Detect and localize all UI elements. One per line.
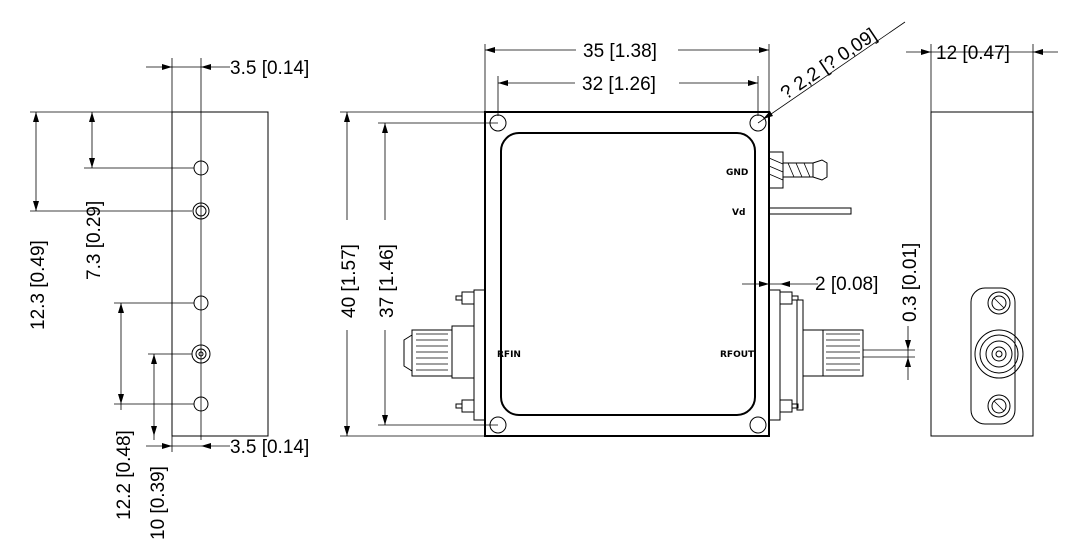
right-connector-face: [974, 329, 1024, 379]
center-body-outer: [484, 111, 770, 437]
dim-left-12-3: 12.3 [0.49]: [28, 240, 49, 330]
label-vd: Vd: [732, 208, 745, 218]
dim-left-7-3: 7.3 [0.29]: [84, 201, 105, 280]
center-top-view: GND Vd RFIN RFOUT: [335, 21, 921, 437]
dim-top-width: 35 [1.38]: [583, 41, 657, 62]
left-side-view: 3.5 [0.14] 3.5 [0.14] 12.3 [0.49] 7.3 [0…: [28, 58, 309, 540]
dim-height: 40 [1.57]: [339, 244, 360, 318]
left-view-body: [171, 111, 269, 437]
label-rfin: RFIN: [497, 350, 521, 360]
label-rfout: RFOUT: [720, 350, 755, 360]
dim-left-12-2: 12.2 [0.48]: [114, 430, 135, 520]
mount-hole-br: [749, 416, 767, 434]
right-view-body: [930, 111, 1034, 437]
dim-pin-offset: 2 [0.08]: [815, 274, 878, 295]
dim-left-10: 10 [0.39]: [148, 466, 169, 540]
label-gnd: GND: [726, 168, 748, 178]
dim-left-top-offset: 3.5 [0.14]: [230, 58, 309, 79]
dim-hole-spacing: 32 [1.26]: [582, 74, 656, 95]
dim-pin-dia: 0.3 [0.01]: [900, 243, 921, 322]
vd-pin: [768, 207, 852, 215]
dim-side-width: 12 [0.47]: [936, 43, 1010, 64]
dim-left-bottom-offset: 3.5 [0.14]: [230, 437, 309, 458]
dim-hole-diameter: ? 2,2 [? 0,09]: [777, 25, 881, 104]
right-flange: [970, 287, 1016, 425]
dim-hole-vertical: 37 [1.46]: [377, 244, 398, 318]
left-hole-2: [192, 202, 210, 220]
rfin-connector: [403, 289, 486, 421]
rfout-connector: [768, 289, 915, 421]
gnd-terminal: [768, 151, 828, 189]
center-lid: [500, 132, 756, 416]
right-end-view: 12 [0.47]: [906, 43, 1058, 437]
